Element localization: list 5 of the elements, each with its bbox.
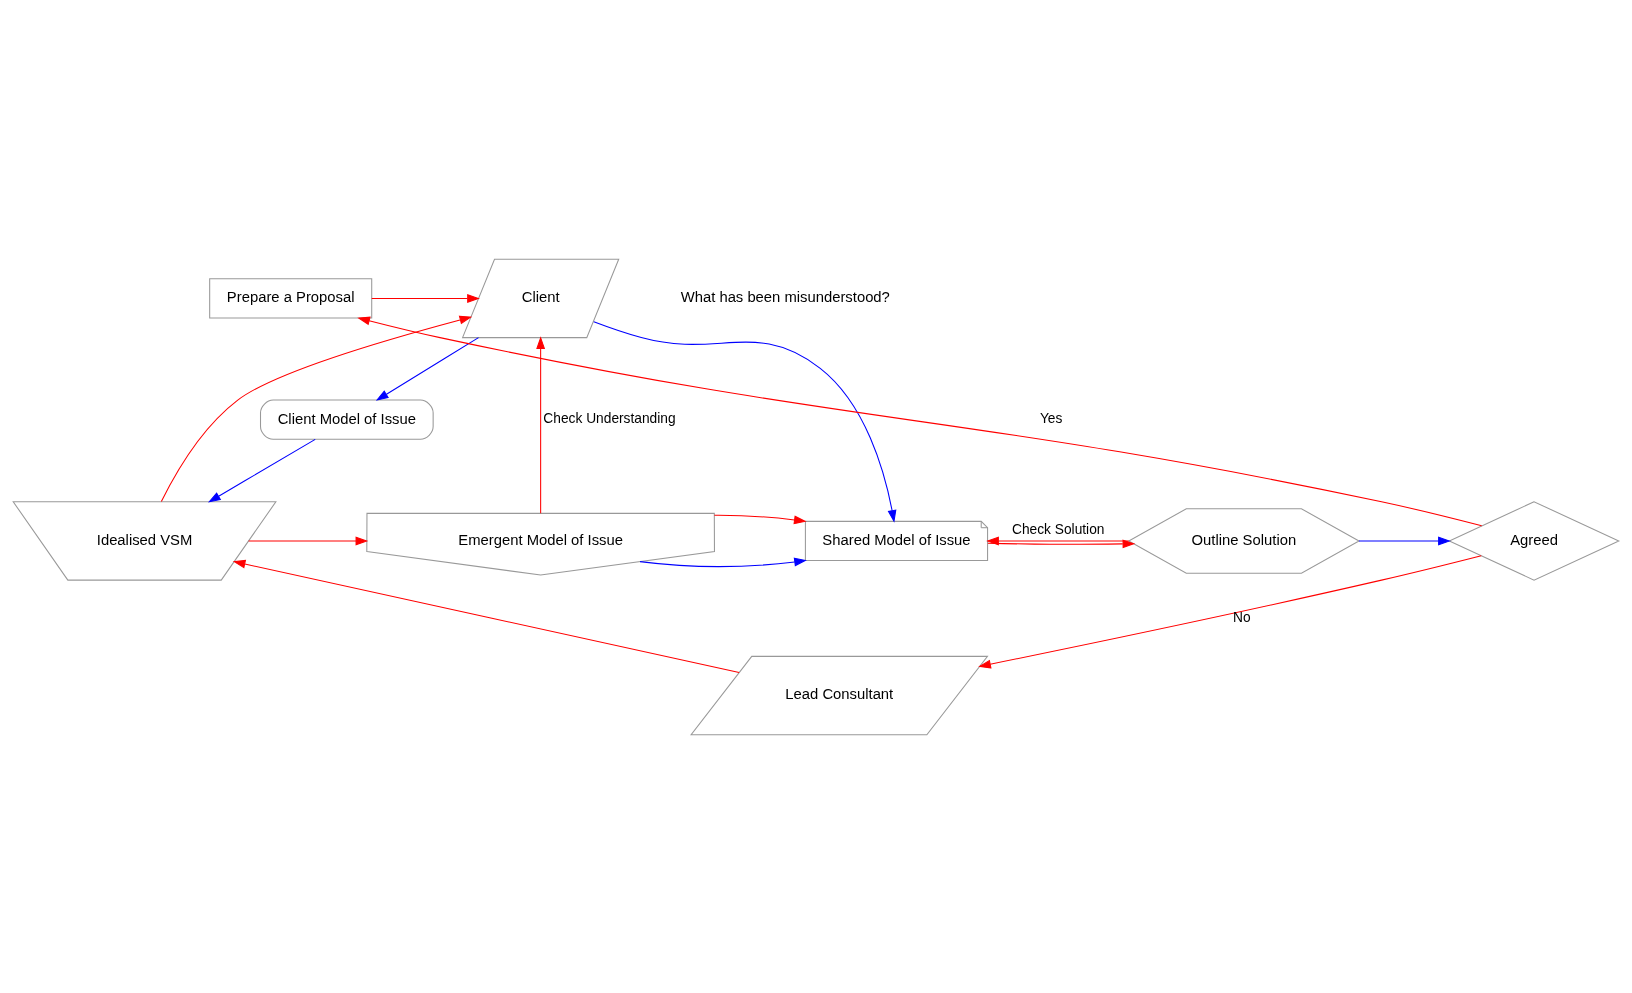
edge-label: No (1232, 609, 1251, 625)
edge-label: Check Understanding (543, 410, 676, 426)
label: What has been misunderstood? (680, 288, 890, 305)
edge-label: Yes (1039, 410, 1063, 426)
edge-label: Check Solution (1011, 521, 1105, 537)
